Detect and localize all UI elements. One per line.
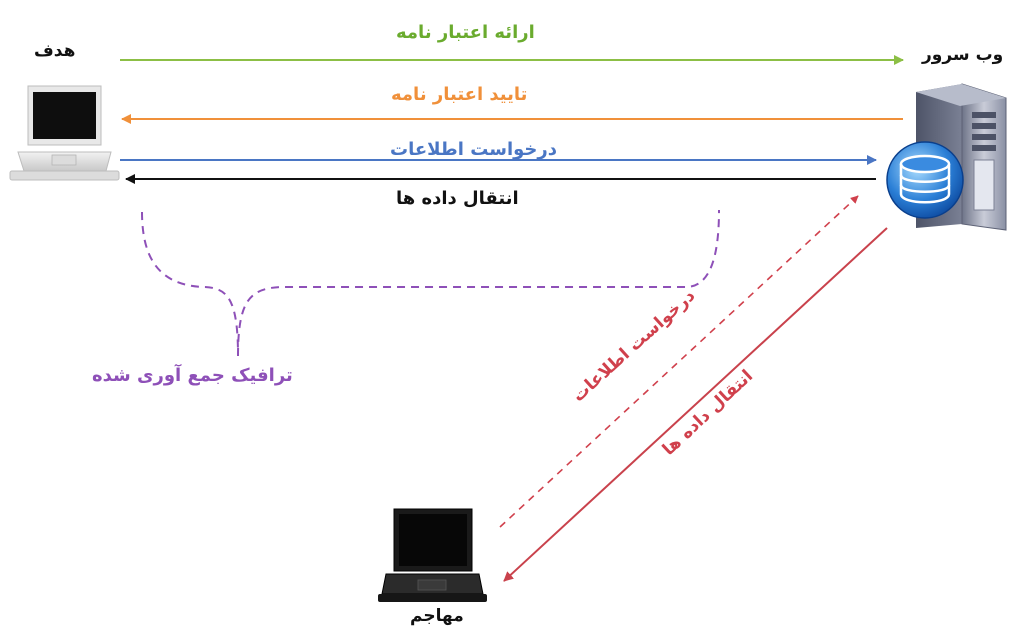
- target-label: هدف: [34, 41, 76, 61]
- captured-traffic-brace: [141, 209, 720, 357]
- credential-confirm-label: تایید اعتبار نامه: [391, 84, 528, 105]
- credential-submit-label: ارائه اعتبار نامه: [396, 22, 535, 43]
- data-request-label: درخواست اطلاعات: [390, 139, 557, 160]
- data-transfer-label: انتقال داده ها: [396, 188, 519, 209]
- attacker-request-arrow: [499, 195, 859, 528]
- attacker-transfer-arrow: [503, 227, 888, 582]
- target-laptop-icon: [9, 85, 120, 181]
- captured-traffic-label: ترافیک جمع آوری شده: [92, 365, 293, 386]
- web-server-icon: [886, 83, 1007, 231]
- server-label: وب سرور: [922, 45, 1004, 65]
- attacker-label: مهاجم: [410, 606, 464, 626]
- attacker-laptop-icon: [378, 508, 487, 602]
